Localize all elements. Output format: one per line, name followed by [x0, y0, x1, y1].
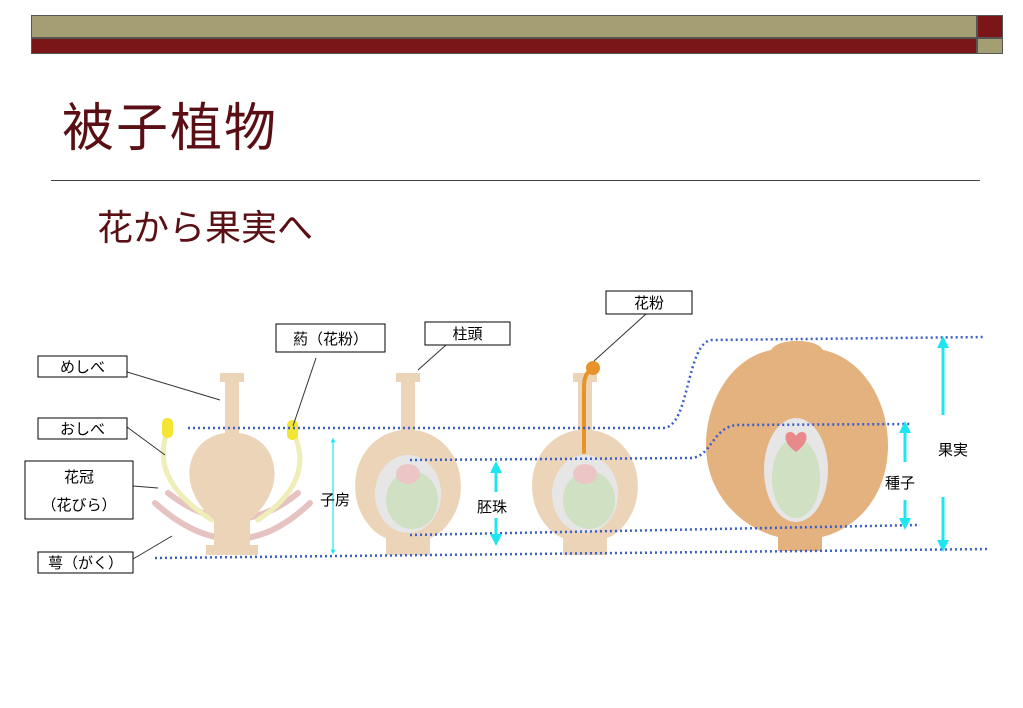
embryo-sac [563, 471, 615, 529]
label-pistil-text: めしべ [60, 358, 105, 376]
pistil-shape [189, 373, 275, 555]
label-stamen: おしべ [37, 417, 128, 440]
leader-lines [126, 313, 647, 560]
measure-arrows [330, 336, 949, 555]
egg-cell [396, 464, 420, 484]
guide-base [154, 547, 991, 560]
anther-right [287, 420, 298, 440]
anther-left [162, 418, 173, 438]
header-square-olive [977, 38, 1003, 54]
label-corolla-line2: （花びら） [41, 496, 116, 514]
embryo-heart [785, 432, 807, 452]
boxed-labels: めしべ おしべ 花冠 （花びら） 萼（がく） 葯（花粉） 柱頭 花粉 [24, 290, 693, 574]
label-stigma: 柱頭 [424, 321, 511, 346]
label-calyx-text: 萼（がく） [48, 554, 123, 572]
label-pistil: めしべ [37, 355, 128, 378]
seed-interior [772, 438, 820, 518]
label-pollen: 花粉 [605, 290, 693, 315]
title-divider [51, 180, 980, 181]
leader-stigma [417, 344, 447, 371]
slide-title: 被子植物 [62, 99, 279, 159]
guide-ovary-top [188, 335, 986, 430]
leader-calyx [132, 535, 173, 560]
stage-pollination [532, 361, 638, 555]
label-stigma-text: 柱頭 [452, 325, 482, 343]
label-pollen-text: 花粉 [634, 294, 664, 312]
stage-flower [152, 373, 313, 555]
leader-pollen [593, 313, 647, 362]
egg-cell [573, 464, 597, 484]
header-bar-red [31, 38, 977, 54]
stage-fruit [706, 341, 888, 551]
guide-ovule-top [409, 422, 911, 462]
stamen-filament-right [255, 427, 303, 523]
label-stamen-text: おしべ [60, 420, 105, 438]
label-ovule: 胚珠 [477, 498, 507, 516]
label-corolla: 花冠 （花びら） [24, 460, 134, 520]
leader-pistil [126, 371, 221, 401]
pollen-grain [586, 361, 600, 375]
header-square-red [977, 15, 1003, 38]
header-bar-olive [31, 15, 977, 38]
leader-anther [292, 357, 317, 427]
label-anther: 葯（花粉） [275, 323, 386, 353]
label-seed: 種子 [885, 474, 915, 492]
label-ovary: 子房 [320, 491, 350, 509]
label-calyx: 萼（がく） [37, 551, 134, 574]
label-corolla-line1: 花冠 [64, 468, 94, 486]
leader-corolla [132, 485, 159, 489]
label-anther-text: 葯（花粉） [293, 330, 368, 348]
stage-ovary [355, 373, 461, 555]
leader-stamen [126, 426, 166, 456]
free-labels: 子房 胚珠 種子 果実 [320, 441, 968, 516]
stamen-filament-left [160, 427, 215, 523]
embryo-sac [386, 471, 438, 529]
label-fruit: 果実 [938, 441, 968, 459]
slide-subtitle: 花から果実へ [97, 208, 314, 249]
